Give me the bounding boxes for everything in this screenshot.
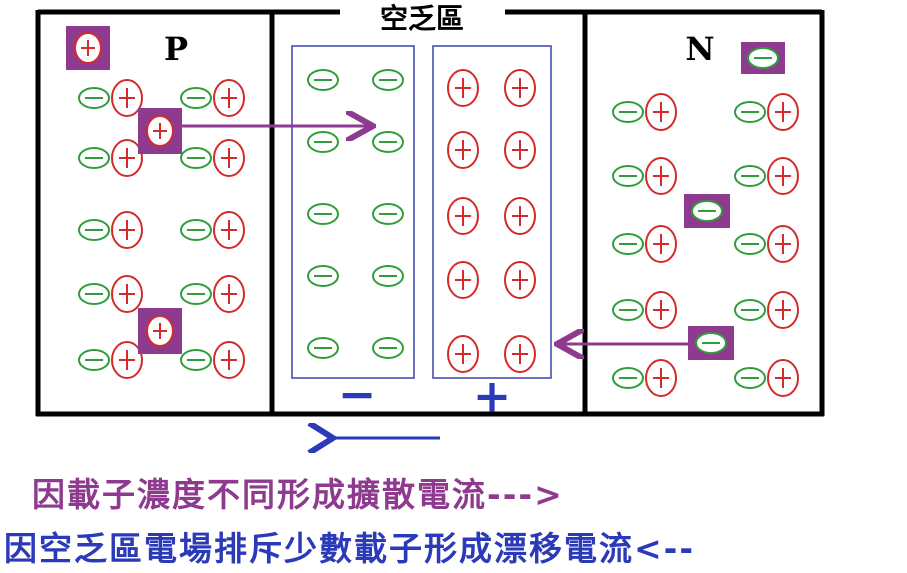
legend-hole-icon (66, 26, 110, 70)
donor-ion (767, 225, 799, 263)
donor-ion (645, 157, 677, 195)
pn-junction-diagram: 空乏區 P N − + (35, 2, 825, 470)
electron (734, 367, 766, 389)
hole (111, 79, 143, 117)
hole (213, 79, 245, 117)
depletion-region-label: 空乏區 (380, 2, 464, 35)
depletion-negative-ion (372, 131, 404, 153)
electron (612, 233, 644, 255)
depletion-negative-ion (372, 337, 404, 359)
depletion-negative-ion (307, 203, 339, 225)
depletion-positive-ion (504, 131, 536, 169)
acceptor-ion (180, 147, 212, 169)
hole (213, 341, 245, 379)
depletion-negative-box (291, 45, 415, 379)
depletion-positive-ion (504, 261, 536, 299)
p-region-label: P (164, 30, 188, 68)
donor-ion (645, 225, 677, 263)
hole (213, 211, 245, 249)
acceptor-ion (180, 283, 212, 305)
donor-ion (645, 359, 677, 397)
hole (213, 275, 245, 313)
negative-sign-label: − (338, 367, 377, 421)
depletion-positive-ion (447, 69, 479, 107)
depletion-negative-ion (372, 265, 404, 287)
depletion-negative-ion (307, 337, 339, 359)
moving-electron-upper (684, 194, 730, 228)
hole (111, 139, 143, 177)
n-region-label: N (685, 30, 714, 68)
depletion-positive-ion (447, 131, 479, 169)
acceptor-ion (78, 219, 110, 241)
positive-sign-label: + (473, 369, 512, 423)
electron (734, 165, 766, 187)
ions-layer (78, 69, 799, 397)
depletion-positive-ion (447, 197, 479, 235)
depletion-negative-ion (372, 203, 404, 225)
hole (111, 275, 143, 313)
electron (734, 299, 766, 321)
donor-ion (645, 93, 677, 131)
acceptor-ion (78, 349, 110, 371)
carriers-layer (66, 26, 785, 360)
donor-ion (767, 291, 799, 329)
electron (612, 299, 644, 321)
depletion-positive-box (432, 45, 552, 379)
junction-frame (35, 9, 825, 417)
moving-hole-lower (138, 308, 182, 354)
depletion-positive-ion (504, 197, 536, 235)
acceptor-ion (78, 147, 110, 169)
depletion-negative-ion (372, 69, 404, 91)
donor-ion (767, 93, 799, 131)
drift-current-caption: 因空乏區電場排斥少數載子形成漂移電流<-- (4, 529, 696, 568)
acceptor-ion (180, 349, 212, 371)
depletion-positive-ion (447, 261, 479, 299)
donor-ion (767, 157, 799, 195)
acceptor-ion (180, 87, 212, 109)
depletion-positive-ion (447, 335, 479, 373)
depletion-positive-ion (504, 335, 536, 373)
hole (111, 341, 143, 379)
acceptor-ion (78, 87, 110, 109)
electron (612, 165, 644, 187)
donor-ion (767, 359, 799, 397)
depletion-negative-ion (307, 131, 339, 153)
diffusion-current-caption: 因載子濃度不同形成擴散電流---> (32, 475, 564, 514)
donor-ion (645, 291, 677, 329)
electron (734, 233, 766, 255)
moving-hole-upper (138, 108, 182, 154)
legend-electron-icon (741, 42, 785, 74)
electron (612, 367, 644, 389)
electron (734, 101, 766, 123)
depletion-positive-ion (504, 69, 536, 107)
electron (612, 101, 644, 123)
depletion-negative-ion (307, 69, 339, 91)
hole (111, 211, 143, 249)
acceptor-ion (180, 219, 212, 241)
hole (213, 139, 245, 177)
moving-electron-lower (688, 326, 734, 360)
depletion-negative-ion (307, 265, 339, 287)
acceptor-ion (78, 283, 110, 305)
